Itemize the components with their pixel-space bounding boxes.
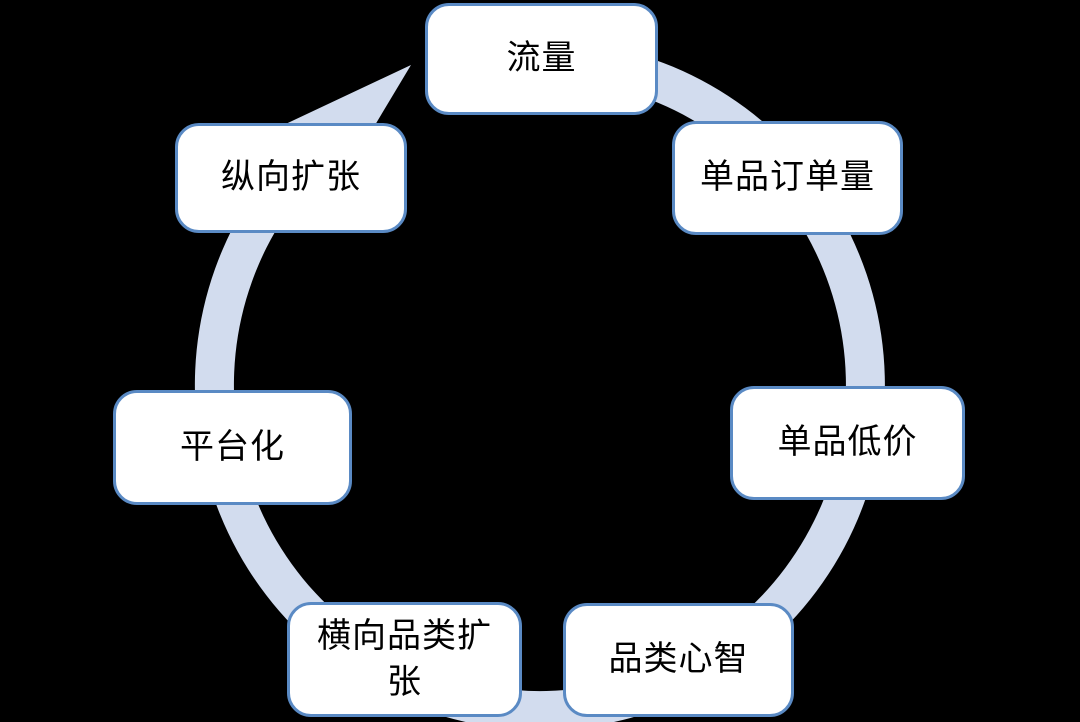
node-category-mindshare: 品类心智 [563,603,794,717]
node-single-product-low-price: 单品低价 [730,386,965,500]
node-traffic: 流量 [425,3,658,115]
node-label: 流量 [506,39,577,78]
node-horizontal-category-expansion: 横向品类扩张 [287,602,522,717]
node-label: 横向品类扩张 [317,616,492,701]
node-label: 单品低价 [777,423,918,462]
node-vertical-expansion: 纵向扩张 [175,123,407,233]
node-label: 纵向扩张 [221,158,361,197]
node-platformization: 平台化 [113,390,352,505]
node-label: 品类心智 [608,640,749,679]
node-label: 单品订单量 [700,158,875,197]
node-single-product-order-volume: 单品订单量 [672,121,903,235]
node-label: 平台化 [180,427,285,466]
